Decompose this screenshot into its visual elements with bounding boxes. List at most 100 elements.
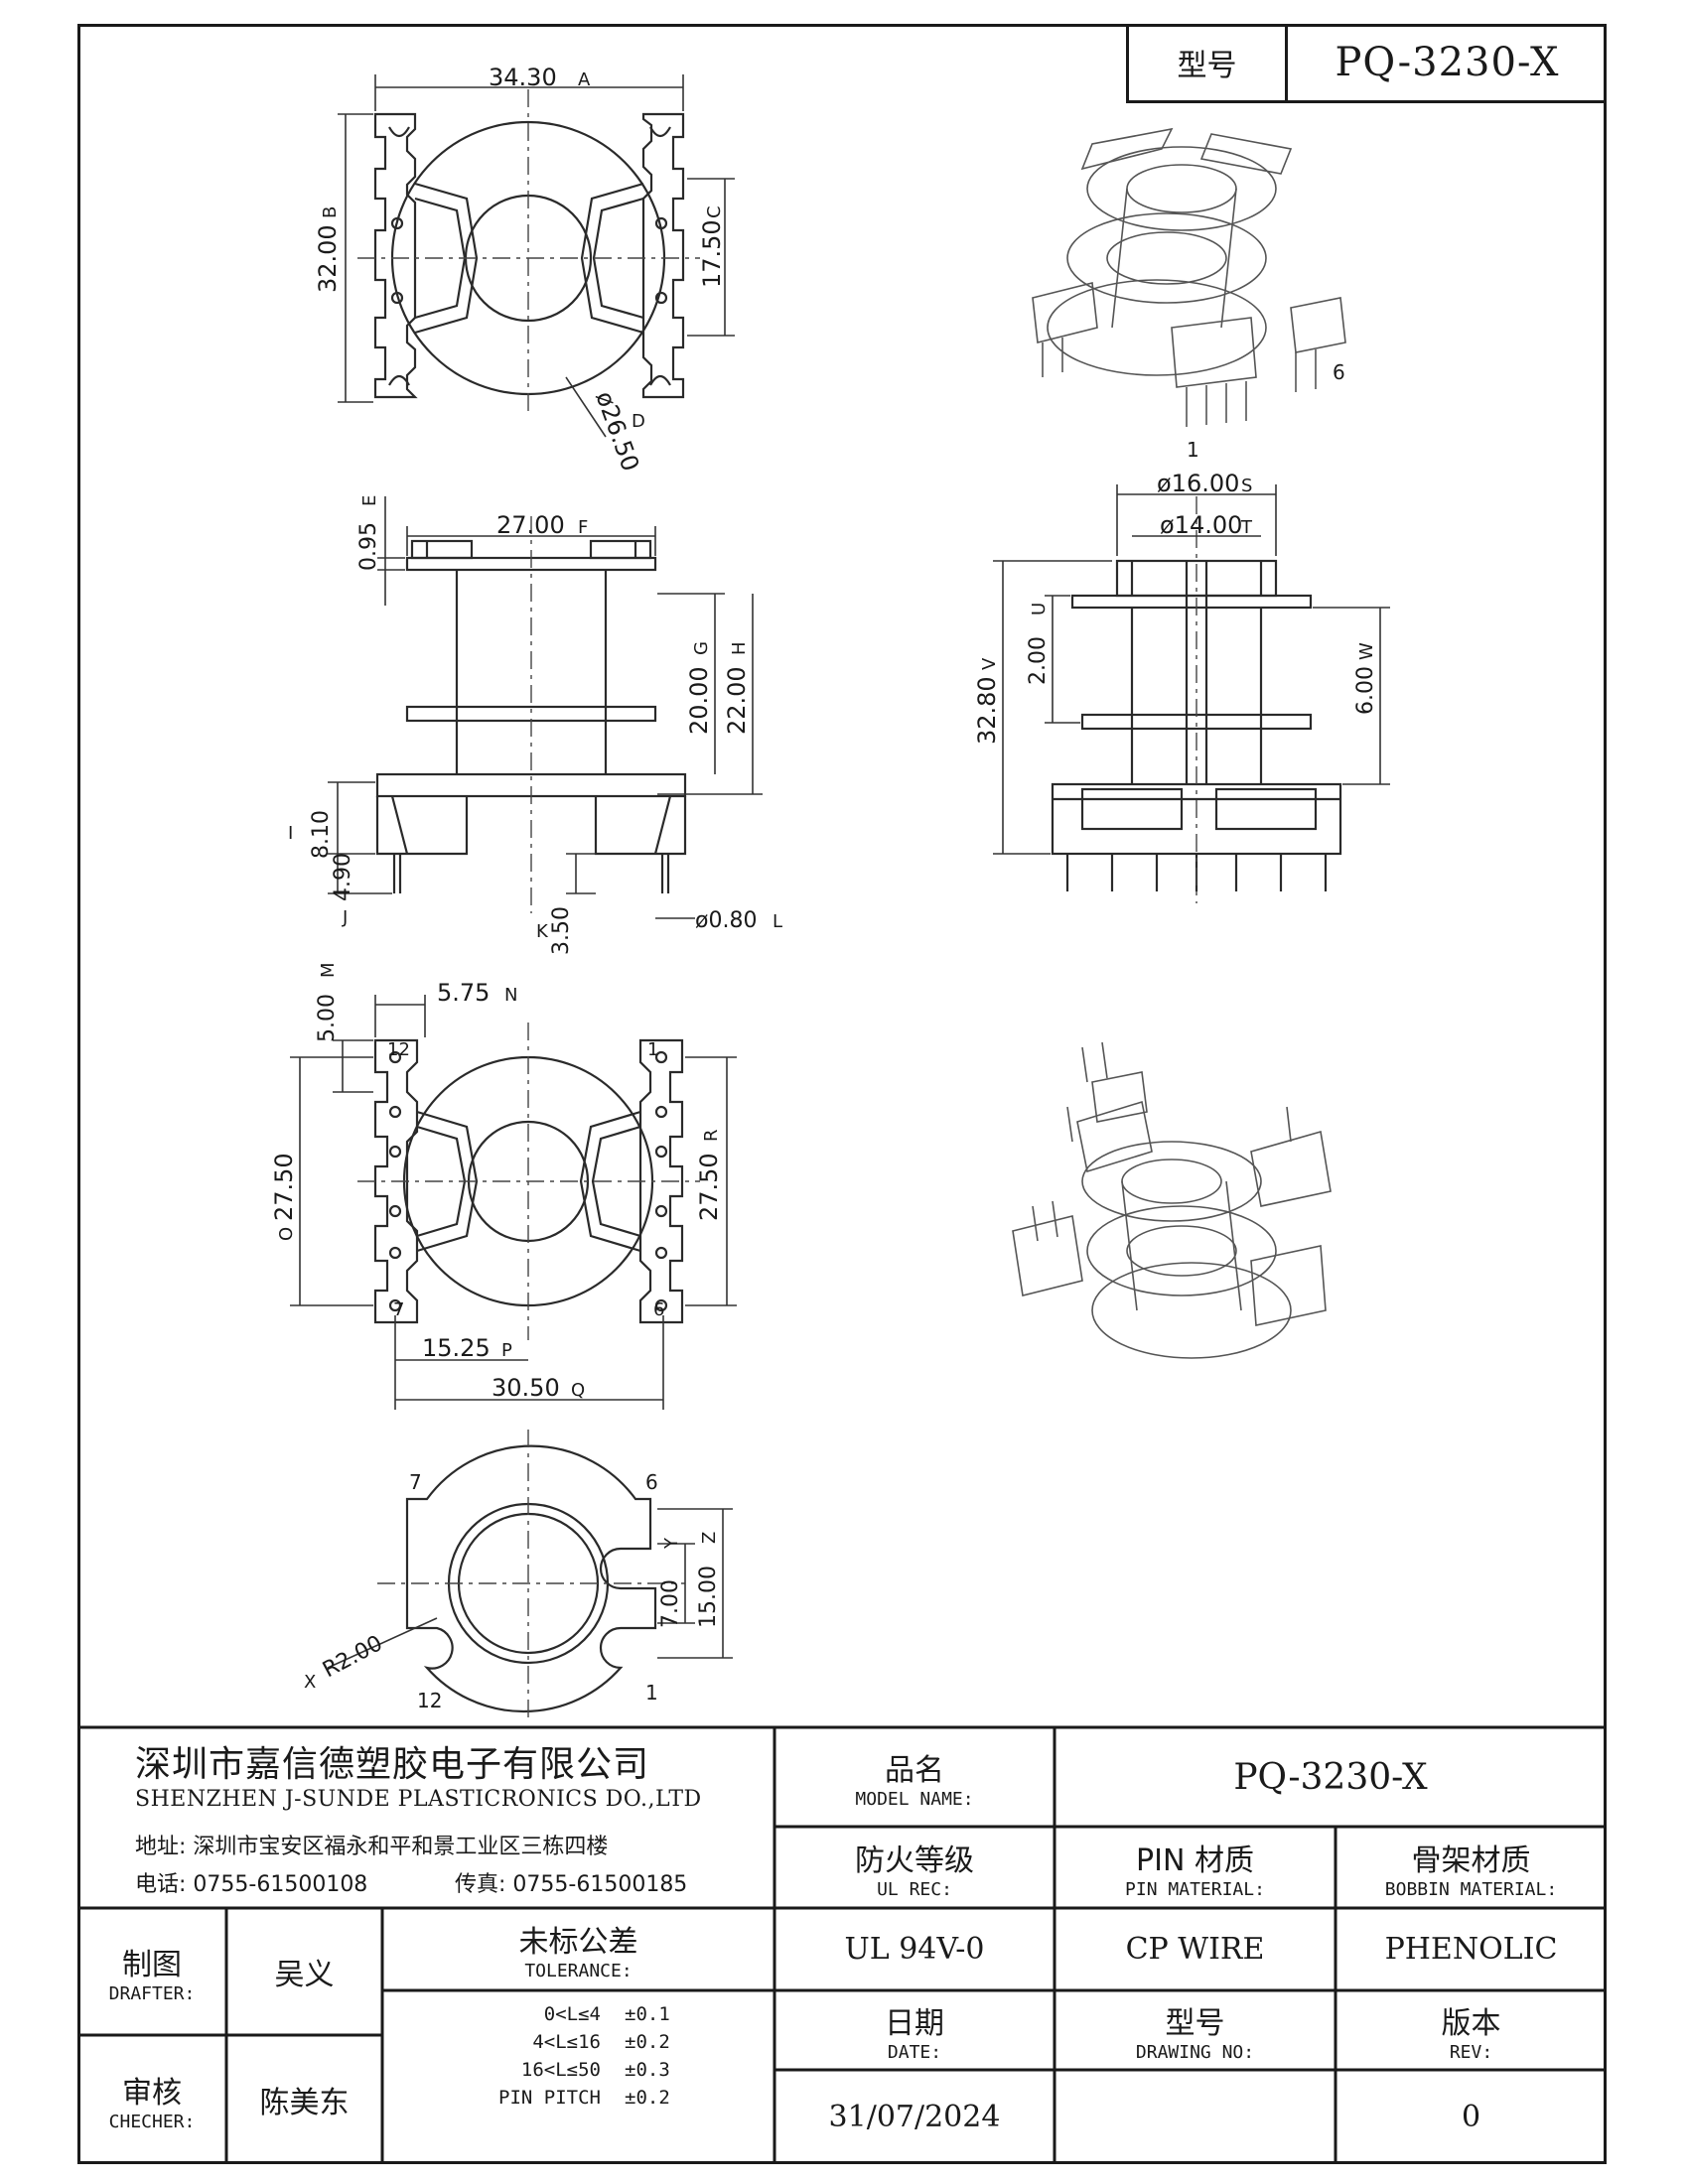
marker-S: S (1241, 476, 1252, 496)
dim-W: 6.00 (1353, 666, 1378, 715)
marker-N: N (504, 985, 517, 1006)
bobbin-material-label-cn: 骨架材质 (1411, 1843, 1531, 1878)
marker-Q: Q (571, 1380, 585, 1401)
dim-C: 17.50 (698, 219, 726, 288)
tolerance-value: ±0.3 (625, 2059, 670, 2081)
isometric-view-bottom (1012, 1041, 1332, 1359)
pin-material-label-en: PIN MATERIAL: (1125, 1878, 1265, 1900)
pin-material-label: PIN 材质 PIN MATERIAL: (1055, 1827, 1336, 1908)
dim-Z: 15.00 (696, 1566, 721, 1628)
marker-D: D (632, 411, 645, 432)
marker-W: W (1356, 642, 1377, 660)
marker-E: E (359, 495, 380, 506)
header-model-label: 型号 (1129, 24, 1288, 100)
pin-label-6-flange: 6 (645, 1470, 658, 1494)
pin-label-6-iso: 6 (1333, 360, 1345, 384)
dim-Y: 7.00 (658, 1579, 683, 1628)
marker-I: I (288, 823, 293, 844)
dim-O: 27.50 (270, 1153, 298, 1221)
marker-R: R (701, 1129, 722, 1142)
marker-O: O (276, 1227, 297, 1241)
model-name-label-en: MODEL NAME: (855, 1788, 974, 1810)
model-name-label-cn: 品名 (885, 1752, 944, 1788)
dim-E: 0.95 (356, 522, 381, 571)
dim-X: R2.00 (319, 1631, 386, 1683)
pin-label-7-flange: 7 (409, 1470, 422, 1494)
marker-T: T (1240, 517, 1253, 538)
tolerance-value: ±0.2 (625, 2031, 670, 2053)
tolerance-label-cn: 未标公差 (518, 1925, 638, 1960)
tolerance-table: 0<L≤4±0.1 4<L≤16±0.2 16<L≤50±0.3 PIN PIT… (382, 2000, 774, 2159)
checker-value: 陈美东 (259, 2086, 350, 2120)
marker-H: H (729, 641, 750, 655)
tolerance-label: 未标公差 TOLERANCE: (382, 1908, 774, 1990)
drafter-label-en: DRAFTER: (108, 1982, 196, 2004)
rev-value: 0 (1461, 2100, 1481, 2134)
company-name-en: SHENZHEN J-SUNDE PLASTICRONICS DO.,LTD (135, 1787, 702, 1812)
marker-U: U (1029, 603, 1050, 615)
dim-R: 27.50 (695, 1153, 723, 1221)
checker-label: 审核 CHECHER: (77, 2035, 226, 2164)
checker-label-cn: 审核 (122, 2075, 182, 2111)
marker-L: L (773, 911, 782, 932)
marker-A: A (578, 69, 591, 90)
dim-S: ø16.00 (1157, 470, 1239, 497)
dim-Q: 30.50 (492, 1374, 560, 1402)
dim-T: ø14.00 (1160, 511, 1242, 539)
bobbin-material-label-en: BOBBIN MATERIAL: (1384, 1878, 1558, 1900)
drawing-no-label: 型号 DRAWING NO: (1055, 1990, 1336, 2070)
model-name-label: 品名 MODEL NAME: (774, 1727, 1055, 1827)
dim-L: ø0.80 (695, 908, 757, 933)
pin-label-1-flange: 1 (645, 1681, 658, 1705)
title-block: 深圳市嘉信德塑胶电子有限公司 SHENZHEN J-SUNDE PLASTICR… (77, 1727, 1607, 2164)
bobbin-material-label: 骨架材质 BOBBIN MATERIAL: (1336, 1827, 1607, 1908)
side-view-front (375, 539, 687, 893)
dim-P: 15.25 (422, 1334, 491, 1362)
drafter-label: 制图 DRAFTER: (77, 1908, 226, 2035)
drawing-no-value (1055, 2070, 1336, 2164)
drafter-label-cn: 制图 (122, 1947, 182, 1982)
marker-B: B (320, 206, 341, 218)
dim-G: 20.00 (685, 666, 713, 735)
dim-A: 34.30 (489, 64, 557, 91)
ul-label-cn: 防火等级 (855, 1843, 974, 1878)
marker-F: F (578, 517, 588, 538)
marker-K: K (536, 921, 549, 942)
pin-label-7-bottom: 7 (393, 1299, 404, 1320)
bobbin-material-value: PHENOLIC (1384, 1932, 1558, 1967)
marker-Y: Y (661, 1537, 682, 1550)
tolerance-label-en: TOLERANCE: (524, 1961, 633, 1981)
pin-label-6-bottom: 6 (653, 1299, 664, 1320)
drawing-no-label-en: DRAWING NO: (1135, 2041, 1255, 2063)
dim-J: 4.90 (331, 853, 355, 901)
dim-F: 27.00 (496, 511, 565, 539)
rev-label-cn: 版本 (1441, 2005, 1501, 2041)
dim-H: 22.00 (723, 666, 751, 735)
date-label-cn: 日期 (885, 2005, 944, 2041)
marker-C: C (704, 205, 725, 218)
marker-P: P (501, 1340, 512, 1361)
ul-label-en: UL REC: (877, 1878, 952, 1900)
marker-M: M (318, 962, 339, 978)
drafter-value: 吴义 (274, 1958, 335, 1992)
bottom-view (373, 1038, 684, 1324)
company-address: 地址: 深圳市宝安区福永和平和景工业区三栋四楼 (135, 1835, 609, 1859)
dim-K: 3.50 (549, 906, 574, 955)
checker-label-en: CHECHER: (108, 2111, 196, 2132)
rev-label: 版本 REV: (1336, 1990, 1607, 2070)
ul-label: 防火等级 UL REC: (774, 1827, 1055, 1908)
flange-view (405, 1444, 657, 1713)
marker-J: J (342, 907, 348, 928)
top-view (373, 112, 685, 399)
ul-value: UL 94V-0 (844, 1932, 985, 1967)
dim-U: 2.00 (1026, 636, 1051, 685)
pin-material-label-cn: PIN 材质 (1136, 1843, 1254, 1878)
drawing-sheet-border (77, 24, 1607, 2164)
marker-V: V (979, 657, 1000, 670)
pin-label-12-flange: 12 (417, 1689, 442, 1712)
tolerance-range: 4<L≤16 (532, 2031, 601, 2053)
dim-M: 5.00 (315, 994, 340, 1042)
header-model-value: PQ-3230-X (1335, 39, 1560, 85)
tolerance-value: ±0.1 (625, 2003, 670, 2025)
